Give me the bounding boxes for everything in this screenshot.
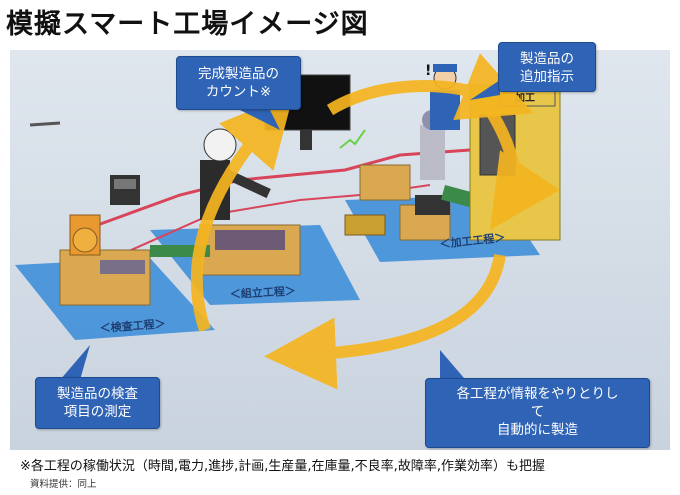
callout-info: 各工程が情報をやりとりし て 自動的に製造 [425, 378, 650, 448]
processing-machine-block [415, 195, 450, 215]
credit: 資料提供：同上 [30, 479, 97, 490]
worker-cap [433, 64, 457, 72]
callout-tail-count [240, 110, 280, 130]
floor-label-assembly: ＜組立工程＞ [229, 284, 296, 301]
monitor-stand [300, 130, 312, 150]
callout-inspect-line-2: 項目の測定 [63, 404, 132, 420]
callout-tail-instruct [470, 80, 500, 100]
inspection-head [72, 227, 98, 253]
callout-info-line-3: 自動的に製造 [497, 422, 578, 438]
flow-arrow-up [190, 92, 294, 332]
callout-count-line-1: 完成製造品の [198, 66, 279, 82]
callout-info-line-2: て [530, 404, 545, 420]
callout-instruct-line-1: 製造品の [520, 51, 574, 67]
flow-arrow-down [264, 253, 506, 390]
page-title: 模擬スマート工場イメージ図 [6, 9, 369, 40]
floor-label-processing: ＜加工工程＞ [439, 230, 506, 251]
callout-inspect: 製造品の検査 項目の測定 [35, 377, 160, 429]
monitor-graph [339, 129, 366, 149]
callout-tail-info [440, 350, 470, 385]
machine-sign-label: 加工 [514, 91, 535, 104]
callout-info-line-1: 各工程が情報をやりとりし [456, 386, 619, 402]
footnote: ※各工程の稼働状況（時間,電力,進捗,計画,生産量,在庫量,不良率,故障率,作業… [20, 459, 545, 474]
flow-arrow-right [484, 106, 560, 230]
callout-instruct: 製造品の 追加指示 [498, 42, 596, 92]
rail-line [69, 148, 471, 237]
processing-robot-body [420, 125, 445, 180]
inspection-parts [100, 260, 145, 274]
floor-label-inspection: ＜検査工程＞ [99, 316, 166, 335]
inspection-table [59, 249, 151, 306]
worker-exclaim-icon: ! [425, 63, 431, 79]
callout-count-line-2: カウント※ [205, 84, 272, 100]
wall-tool [29, 121, 61, 127]
callout-instruct-line-2: 追加指示 [520, 69, 574, 85]
callout-count: 完成製造品の カウント※ [176, 56, 301, 110]
callout-tail-inspect [60, 345, 90, 380]
shelf-slot [114, 179, 136, 189]
processing-table-1 [359, 164, 411, 201]
assembly-robot-head [203, 128, 237, 162]
assembly-robot-arm [225, 169, 271, 199]
assembly-parts [215, 230, 285, 250]
callout-inspect-line-1: 製造品の検査 [57, 386, 138, 402]
agv-cart [344, 214, 386, 236]
worker-body [430, 90, 460, 130]
